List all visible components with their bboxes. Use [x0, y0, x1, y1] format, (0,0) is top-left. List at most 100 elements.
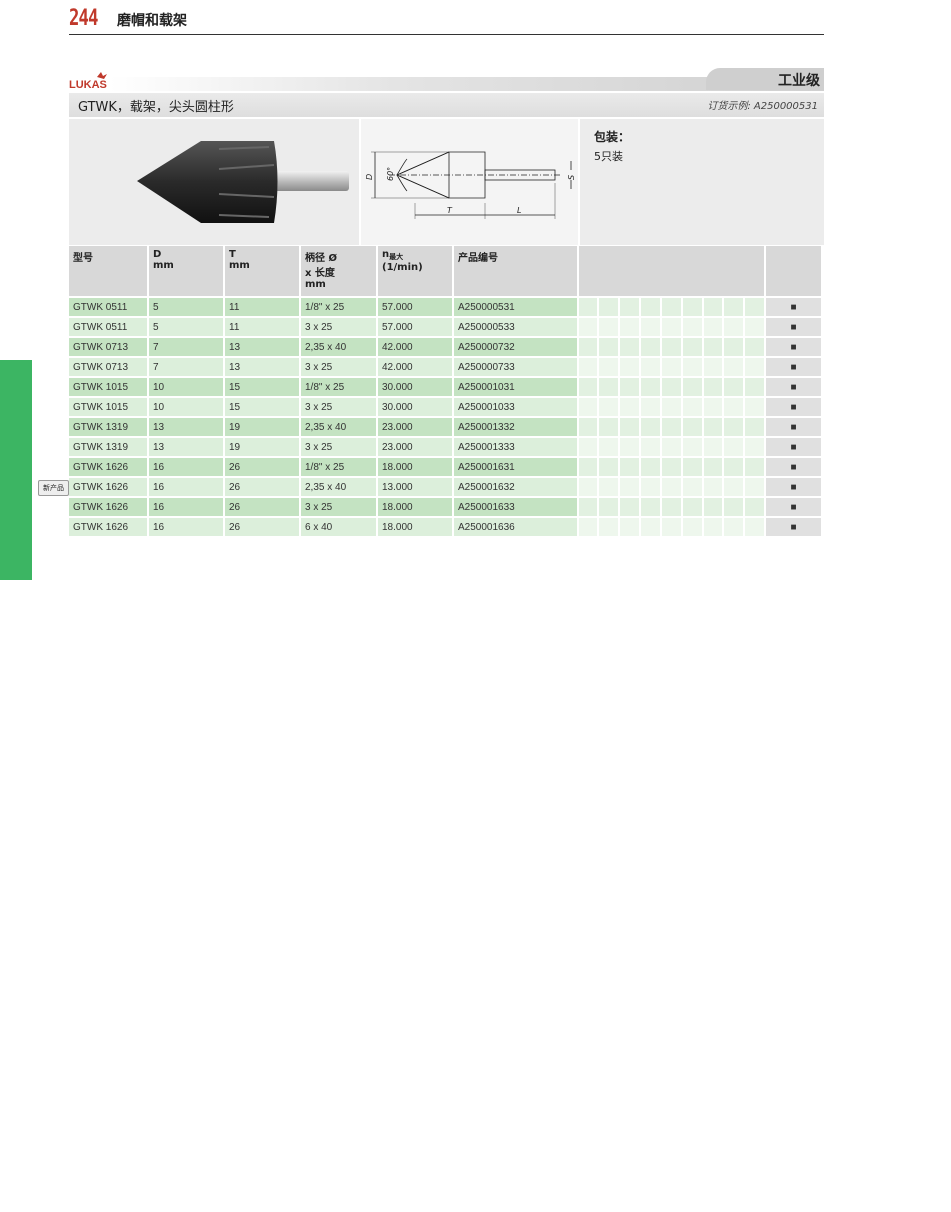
col-grid-header: [579, 246, 766, 298]
grid-cell: [745, 478, 766, 498]
grid-cell: [683, 418, 704, 438]
cell-n-max: 13.000: [378, 478, 454, 498]
cell-t: 26: [225, 518, 301, 538]
cell-product-code: A250001631: [454, 458, 579, 478]
grid-cell: [662, 298, 683, 318]
brand-bar: LUKAS 工业级: [69, 68, 824, 92]
cell-model: GTWK 1626: [69, 518, 149, 538]
grid-cell: [579, 298, 599, 318]
cell-d: 16: [149, 478, 225, 498]
grid-cell: [579, 438, 599, 458]
packaging-value: 5只装: [594, 150, 623, 163]
grid-cell: [620, 338, 641, 358]
cell-n-max: 18.000: [378, 518, 454, 538]
grid-cell: [724, 498, 745, 518]
grid-cell: [641, 518, 662, 538]
cell-n-max: 42.000: [378, 358, 454, 378]
grid-cell: [641, 298, 662, 318]
cell-shank: 2,35 x 40: [301, 418, 378, 438]
grid-cell: [641, 398, 662, 418]
cell-product-code: A250000533: [454, 318, 579, 338]
grid-cell: [683, 438, 704, 458]
grid-cell: [683, 458, 704, 478]
col-availability-header: [766, 246, 823, 298]
cell-n-max: 23.000: [378, 418, 454, 438]
grid-cell: [599, 318, 620, 338]
product-media-row: D 60° S T L 包装： 5只装: [69, 119, 824, 245]
grid-cell: [620, 298, 641, 318]
technical-drawing: D 60° S T L: [361, 119, 578, 245]
grid-cell: [662, 378, 683, 398]
grid-cell: [662, 478, 683, 498]
grid-cell: [745, 318, 766, 338]
cell-d: 16: [149, 498, 225, 518]
grid-cell: [724, 478, 745, 498]
grid-cell: [683, 498, 704, 518]
cell-product-code: A250000531: [454, 298, 579, 318]
grid-cell: [641, 318, 662, 338]
cell-product-code: A250001332: [454, 418, 579, 438]
grid-cell: [599, 338, 620, 358]
grid-cell: [579, 318, 599, 338]
grid-cell: [683, 298, 704, 318]
cell-product-code: A250001333: [454, 438, 579, 458]
cell-model: GTWK 1626: [69, 458, 149, 478]
cell-product-code: A250000733: [454, 358, 579, 378]
cell-n-max: 57.000: [378, 318, 454, 338]
grid-cell: [724, 518, 745, 538]
cell-product-code: A250001031: [454, 378, 579, 398]
cell-shank: 1/8" x 25: [301, 458, 378, 478]
grid-cell: [641, 498, 662, 518]
page-header: 244 磨帽和载架: [69, 4, 824, 35]
grid-cell: [620, 318, 641, 338]
availability-marker: ■: [766, 418, 823, 438]
grid-cell: [724, 438, 745, 458]
grid-cell: [704, 318, 724, 338]
grid-cell: [579, 478, 599, 498]
grid-cell: [641, 478, 662, 498]
cell-model: GTWK 0511: [69, 318, 149, 338]
cell-t: 13: [225, 338, 301, 358]
col-code-header: 产品编号: [454, 246, 579, 298]
cell-d: 5: [149, 298, 225, 318]
grid-cell: [641, 438, 662, 458]
grid-cell: [745, 518, 766, 538]
order-example: 订货示例: A250000531: [707, 101, 818, 112]
grid-cell: [704, 298, 724, 318]
product-name: GTWK，载架，尖头圆柱形: [78, 100, 234, 115]
lukas-logo: LUKAS: [69, 72, 107, 90]
grid-cell: [662, 338, 683, 358]
grid-cell: [704, 358, 724, 378]
grid-cell: [579, 378, 599, 398]
availability-marker: ■: [766, 518, 823, 538]
dimension-t-label: T: [447, 206, 453, 215]
cell-product-code: A250001632: [454, 478, 579, 498]
grid-cell: [745, 378, 766, 398]
packaging-info: 包装： 5只装: [580, 119, 824, 245]
grid-cell: [683, 518, 704, 538]
side-section-tab: [0, 360, 32, 580]
grid-cell: [724, 398, 745, 418]
cell-n-max: 30.000: [378, 378, 454, 398]
cell-model: GTWK 0511: [69, 298, 149, 318]
grid-cell: [662, 518, 683, 538]
grid-cell: [579, 418, 599, 438]
grid-cell: [683, 338, 704, 358]
grid-cell: [599, 518, 620, 538]
page-number: 244: [69, 6, 98, 31]
grid-cell: [683, 358, 704, 378]
grid-cell: [662, 318, 683, 338]
grid-cell: [620, 458, 641, 478]
grid-cell: [704, 498, 724, 518]
cell-t: 11: [225, 318, 301, 338]
cell-model: GTWK 0713: [69, 338, 149, 358]
availability-marker: ■: [766, 478, 823, 498]
col-n-max-header: n最大(1/min): [378, 246, 454, 298]
